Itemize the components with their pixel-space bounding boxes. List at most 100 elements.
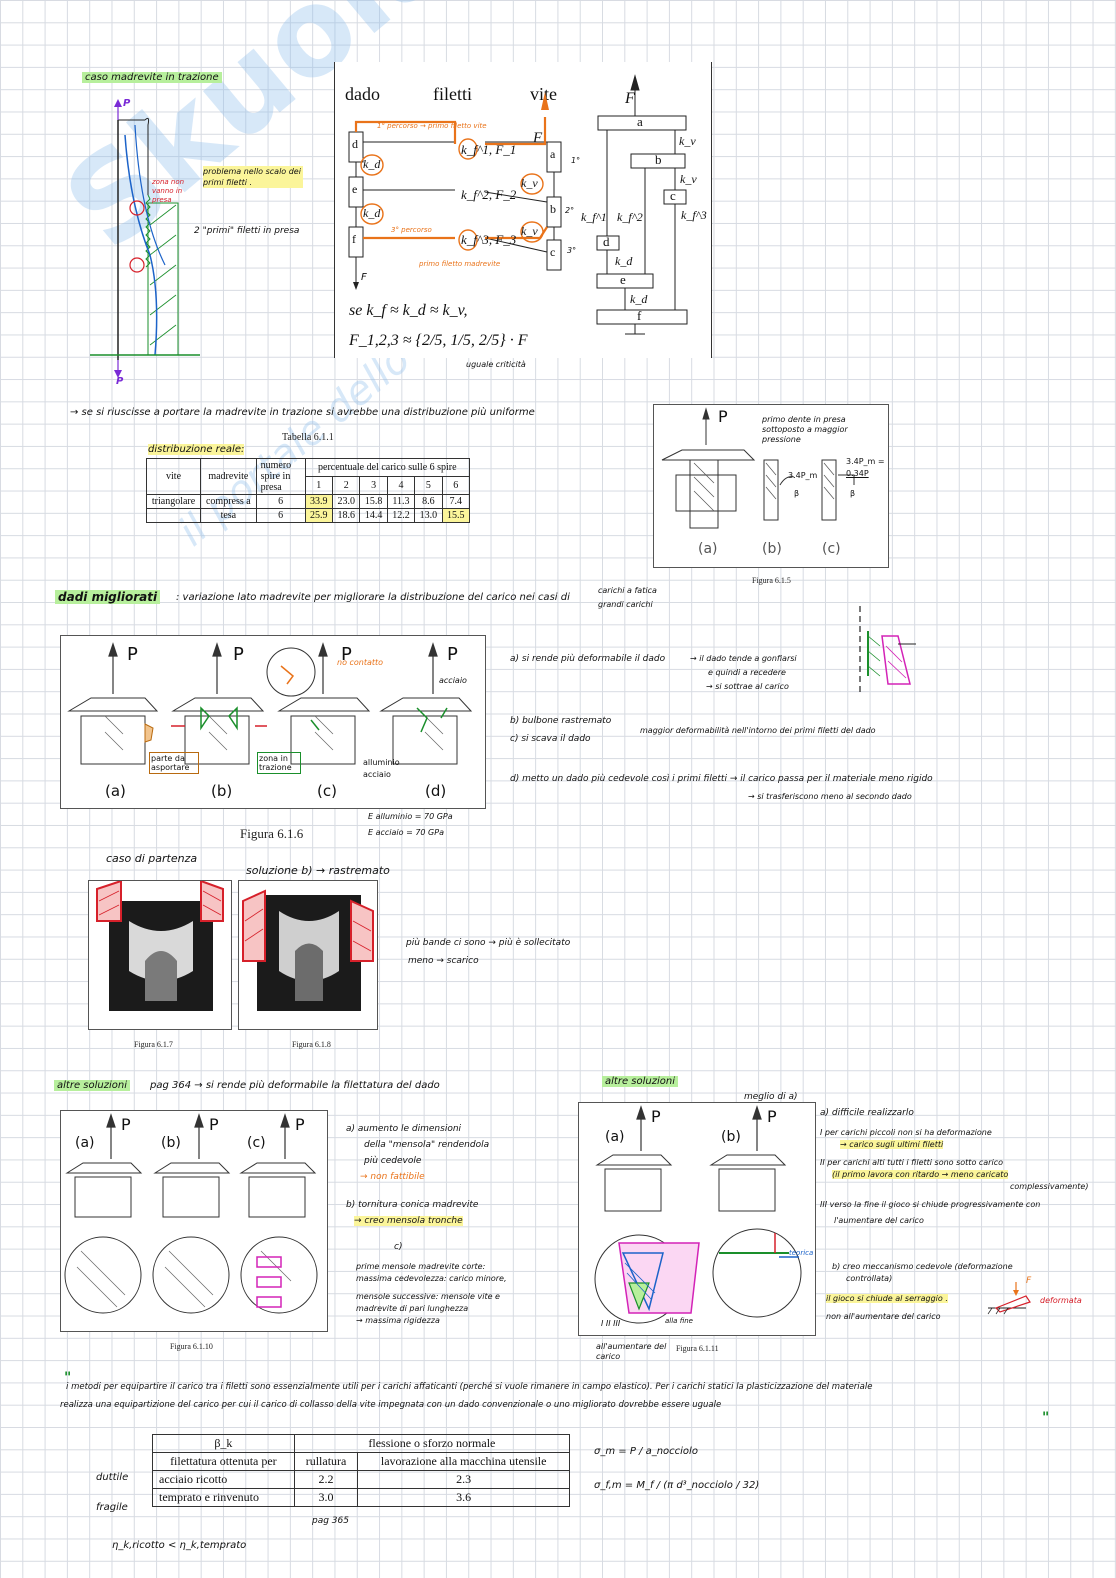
note-c: c) si scava il dado [510, 734, 591, 744]
altre1-c5: → massima rigidezza [356, 1316, 440, 1325]
fig6110-P2: P [209, 1115, 219, 1134]
altre1-a2: della "mensola" rendendola [364, 1140, 490, 1150]
fig6111-teorica: teorica [789, 1249, 814, 1257]
ord-2: 2° [565, 206, 575, 215]
uguale-criticita: uguale criticità [466, 360, 526, 369]
note-b: b) bulbone rastremato [510, 716, 612, 726]
fig6111-aumentare: all'aumentare del carico [596, 1342, 667, 1361]
figure-6-1-10: (a) (b) (c) P P P [60, 1110, 328, 1332]
altre1-c1: prime mensole madrevite corte: [356, 1262, 486, 1271]
altre2-b1: b) creo meccanismo cedevole (deformazion… [832, 1262, 1013, 1271]
fig6110-P3: P [295, 1115, 305, 1134]
row1-v3: 15.8 [359, 494, 388, 509]
fig615-beta1: β [794, 489, 800, 498]
vite-b: b [550, 202, 556, 216]
altre2-b4: non all'aumentare del carico [826, 1312, 941, 1321]
soluzione-b: soluzione b) → rastremato [246, 864, 390, 877]
ord-1: 1° [571, 156, 581, 165]
row1-v6: 7.4 [441, 494, 471, 509]
orange-bottom: primo filetto madrevite [419, 260, 501, 268]
spring-label-d: d [603, 234, 610, 249]
E-alluminio: E alluminio = 70 GPa [368, 812, 453, 821]
fig616-sub-a: (a) [105, 782, 126, 800]
col-6: 6 [441, 476, 471, 495]
note-a2: → il dado tende a gonfiarsi [690, 654, 797, 663]
F-bottom: F [361, 272, 367, 283]
altre2-r3: → carico sugli ultimi filetti [840, 1140, 944, 1149]
fig6111-P2: P [767, 1107, 777, 1126]
spring-label-f: f [637, 308, 642, 323]
spring-kf2: k_f^2 [617, 210, 643, 224]
altre2-r7: III verso la fine il gioco si chiude pro… [820, 1200, 1041, 1209]
note-a3: e quindi a recedere [708, 668, 786, 677]
altre-title-left: altre soluzioni [54, 1080, 130, 1091]
row1-vite: triangolare [145, 494, 202, 509]
note-d1: d) metto un dado più cedevole così i pri… [510, 774, 933, 784]
spring-label-e: e [620, 272, 626, 287]
fig6111-P1: P [651, 1107, 661, 1126]
fig6111-sub-b: (b) [721, 1129, 741, 1145]
madrevite-sketch [90, 99, 200, 378]
altre-title-right: altre soluzioni [602, 1076, 678, 1087]
th-vite: vite [145, 458, 202, 495]
pag-365: pag 365 [312, 1516, 349, 1526]
fig6110-sub-b: (b) [161, 1135, 181, 1151]
orange-top: 1° percorso → primo filetto vite [377, 122, 487, 130]
fig616-contatto: no contatto [337, 658, 384, 667]
altre2-deformata: deformata [1040, 1296, 1082, 1305]
photoelastic-2 [242, 889, 374, 1011]
altre2-b2: controllata) [846, 1274, 893, 1283]
row2-v1: 25.9 [304, 508, 334, 523]
altre1-b1: b) tornitura conica madrevite [346, 1200, 479, 1210]
bt-h4: rullatura [293, 1452, 359, 1471]
figure-6-1-7 [88, 879, 232, 1030]
formula-2: F_1,2,3 ≈ {2/5, 1/5, 2/5} · F [349, 332, 528, 349]
fig616-acciaio-top: acciaio [439, 676, 467, 685]
fig615-sub-a: (a) [698, 541, 718, 557]
fig615-v2: 3.4P_m = [846, 457, 885, 466]
figure-6-1-6: P P P P (a) (b) (c) (d) parte da asporta… [60, 635, 486, 809]
altre2-r8: l'aumentare del carico [834, 1216, 924, 1225]
altre1-b2: → creo mensola tronche [354, 1216, 463, 1226]
col-3: 3 [359, 476, 388, 495]
th-numero: numero spire in presa [255, 458, 306, 495]
label-filetti: filetti [433, 84, 472, 104]
vite-c: c [550, 245, 556, 259]
bt-h5: lavorazione alla macchina utensile [357, 1452, 570, 1471]
deformation-sketch [859, 606, 916, 696]
spring-kv2: k_v [680, 172, 697, 186]
row1-v5: 8.6 [414, 494, 443, 509]
vite-a: a [550, 147, 556, 161]
bt-r2-c3: 3.6 [357, 1488, 570, 1507]
note-a4: → si sottrae al carico [706, 682, 789, 691]
bt-h2: flessione o sforzo normale [293, 1434, 571, 1453]
formula-1: se k_f ≈ k_d ≈ k_v, [349, 302, 468, 319]
spring-kf1: k_f^1 [581, 210, 607, 224]
fig615-sub-c: (c) [822, 541, 841, 557]
fig615-P: P [718, 407, 728, 426]
fig6110-caption: Figura 6.1.10 [170, 1342, 213, 1351]
spring-kf3: k_f^3 [681, 208, 707, 222]
fig616-P3: P [341, 644, 352, 665]
fig618-caption: Figura 6.1.8 [292, 1040, 331, 1049]
altre1-c3: mensole successive: mensole vite e [356, 1292, 500, 1301]
bt-r2-c1: temprato e rinvenuto [152, 1488, 295, 1507]
label-vite: vite [530, 84, 557, 104]
quote-line-1: i metodi per equipartire il carico tra i… [66, 1382, 873, 1392]
label-dado: dado [345, 84, 380, 104]
spring-label-a: a [637, 114, 643, 129]
madrevite-trazione-note: → se si riuscisse a portare la madrevite… [70, 407, 535, 418]
load-distribution-table: vite madrevite numero spire in presa per… [145, 458, 471, 523]
bt-r2-c2: 3.0 [293, 1488, 359, 1507]
fragile-label: fragile [96, 1502, 128, 1513]
two-nuts-drawing [594, 1105, 802, 1324]
fig616-P2: P [233, 644, 244, 665]
row2-n: 6 [255, 508, 306, 523]
kf-1: k_f^1, F_1 [461, 142, 517, 157]
F-right: F [533, 130, 543, 146]
fig616-acciaio-bottom: acciaio [363, 770, 391, 779]
bande-note-2: meno → scarico [408, 956, 479, 966]
sigma-m-formula: σ_m = P / a_nocciolo [594, 1446, 698, 1457]
bt-r1-c1: acciaio ricotto [152, 1470, 295, 1489]
fig616-zona: zona in trazione [257, 752, 301, 774]
